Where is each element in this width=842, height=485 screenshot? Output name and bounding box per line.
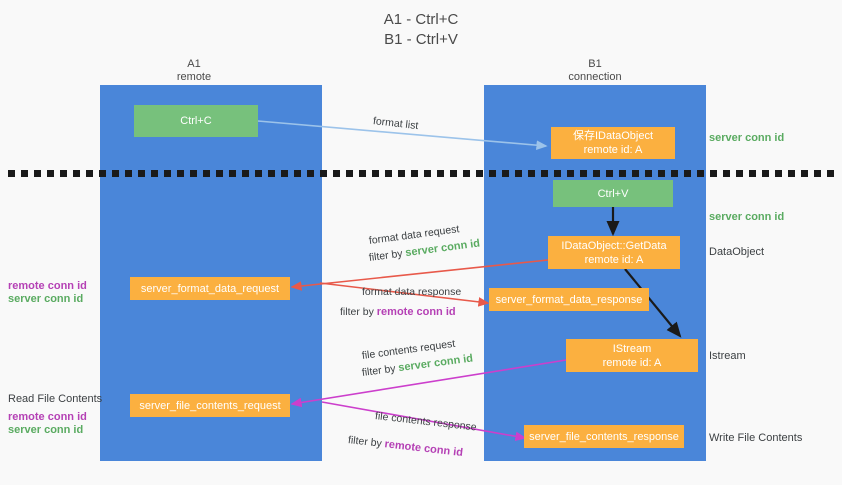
left-label-read-file-contents: Read File Contents	[8, 393, 103, 405]
node-ctrl-c-label: Ctrl+C	[180, 115, 212, 127]
node-server-file-contents-response[interactable]: server_file_contents_response	[524, 425, 684, 448]
title-line-2: B1 - Ctrl+V	[384, 31, 458, 48]
node-server-format-data-request[interactable]: server_format_data_request	[130, 277, 290, 300]
annotation-fdresp-filter-value: remote conn id	[376, 306, 456, 318]
right-label-server-conn-mid: server conn id	[709, 211, 785, 223]
node-istream[interactable]: IStream remote id: A	[566, 339, 698, 372]
page-title: A1 - Ctrl+C B1 - Ctrl+V	[0, 10, 842, 50]
annotation-fdresp-filter-prefix: filter by	[340, 306, 377, 318]
column-header-a1-name: A1	[187, 58, 201, 70]
node-server-format-data-response[interactable]: server_format_data_response	[489, 288, 649, 311]
right-label-write-file-contents: Write File Contents	[709, 432, 803, 444]
left-label-remote-conn-1: remote conn id	[8, 280, 87, 292]
right-label-istream: Istream	[709, 350, 746, 362]
annotation-fcresp-filter-prefix: filter by	[347, 434, 386, 451]
left-label-server-conn-2: server conn id	[8, 424, 84, 436]
left-label-server-conn-1: server conn id	[8, 293, 84, 305]
title-line-1: A1 - Ctrl+C	[383, 11, 459, 28]
right-label-dataobject: DataObject	[709, 246, 765, 258]
node-ctrl-c[interactable]: Ctrl+C	[134, 105, 258, 137]
annotation-format-list: format list	[372, 115, 419, 133]
node-istream-line2: remote id: A	[602, 356, 662, 369]
node-server-file-contents-request[interactable]: server_file_contents_request	[130, 394, 290, 417]
annotation-fcreq-filter-prefix: filter by	[361, 362, 400, 379]
node-server-format-data-request-label: server_format_data_request	[140, 282, 280, 295]
column-header-b1-name: B1	[588, 58, 602, 70]
node-ctrl-v-label: Ctrl+V	[597, 187, 629, 200]
node-save-dataobject-line1: 保存IDataObject	[572, 130, 654, 142]
column-header-b1-sub: connection	[568, 71, 622, 83]
annotation-fdreq-filter-prefix: filter by	[368, 247, 407, 264]
node-idataobject-getdata[interactable]: IDataObject::GetData remote id: A	[548, 236, 680, 269]
node-save-dataobject[interactable]: 保存IDataObject remote id: A	[551, 127, 675, 159]
node-getdata-line1: IDataObject::GetData	[561, 239, 667, 252]
left-label-remote-conn-2: remote conn id	[8, 411, 87, 423]
node-server-format-data-response-label: server_format_data_response	[495, 293, 643, 306]
annotation-file-contents-response: file contents response	[374, 410, 478, 434]
annotation-fcresp-filter-value: remote conn id	[383, 438, 464, 460]
right-label-server-conn-top: server conn id	[709, 132, 785, 144]
column-header-b1: B1 connection	[495, 58, 695, 84]
annotation-file-contents-response-filter: filter by remote conn id	[347, 433, 464, 461]
phase-divider	[8, 170, 836, 177]
node-server-file-contents-request-label: server_file_contents_request	[139, 399, 281, 412]
node-server-file-contents-response-label: server_file_contents_response	[529, 430, 679, 443]
node-ctrl-v[interactable]: Ctrl+V	[553, 180, 673, 207]
annotation-format-data-response: format data response	[362, 286, 462, 298]
node-istream-line1: IStream	[612, 342, 652, 355]
column-header-a1-sub: remote	[176, 71, 212, 83]
annotation-format-data-response-filter: filter by remote conn id	[340, 305, 456, 320]
node-getdata-line2: remote id: A	[584, 253, 644, 266]
node-save-dataobject-line2: remote id: A	[583, 144, 643, 156]
column-header-a1: A1 remote	[94, 58, 294, 84]
